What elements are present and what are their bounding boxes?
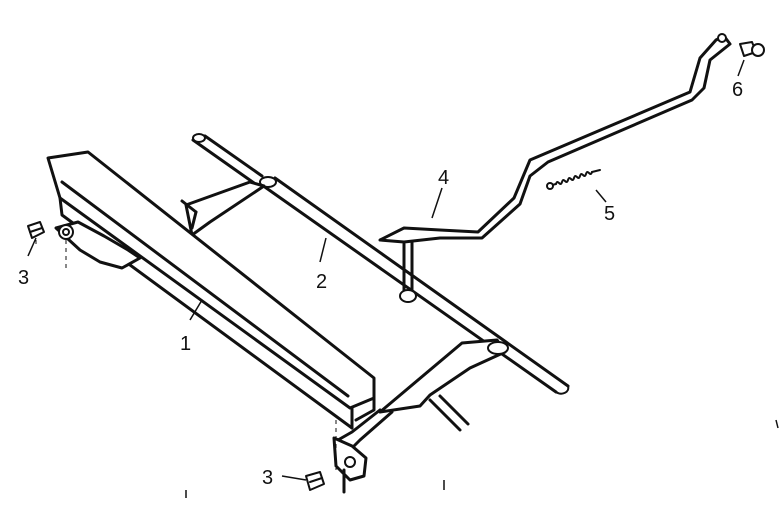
callout-4: 4 (438, 167, 449, 189)
leader-6 (737, 59, 745, 77)
rear-rod (191, 133, 264, 185)
tick-mark-right (775, 419, 779, 429)
callout-6: 6 (732, 79, 743, 101)
vertical-link (399, 240, 417, 303)
knob (739, 41, 765, 57)
leader-5 (595, 189, 607, 203)
leader-3a (27, 237, 37, 257)
callout-1: 1 (180, 333, 191, 355)
nut-upper-left (27, 221, 45, 239)
callout-2: 2 (316, 271, 327, 293)
leader-4 (431, 187, 443, 219)
nut-lower (305, 471, 325, 491)
callout-5: 5 (604, 203, 615, 225)
callout-3-lower: 3 (262, 467, 273, 489)
rear-bracket (180, 180, 266, 237)
cross-rod (259, 176, 570, 395)
leader-3b (281, 475, 307, 481)
left-bracket (54, 220, 142, 270)
spring (546, 169, 601, 190)
callout-3-upper: 3 (18, 267, 29, 289)
leader-1 (189, 299, 203, 321)
guide-line-left (35, 240, 67, 270)
lower-link (332, 408, 394, 494)
front-bracket (378, 338, 509, 432)
deflector-bar (46, 150, 376, 430)
lift-handle (378, 33, 732, 244)
leader-2 (319, 237, 327, 263)
